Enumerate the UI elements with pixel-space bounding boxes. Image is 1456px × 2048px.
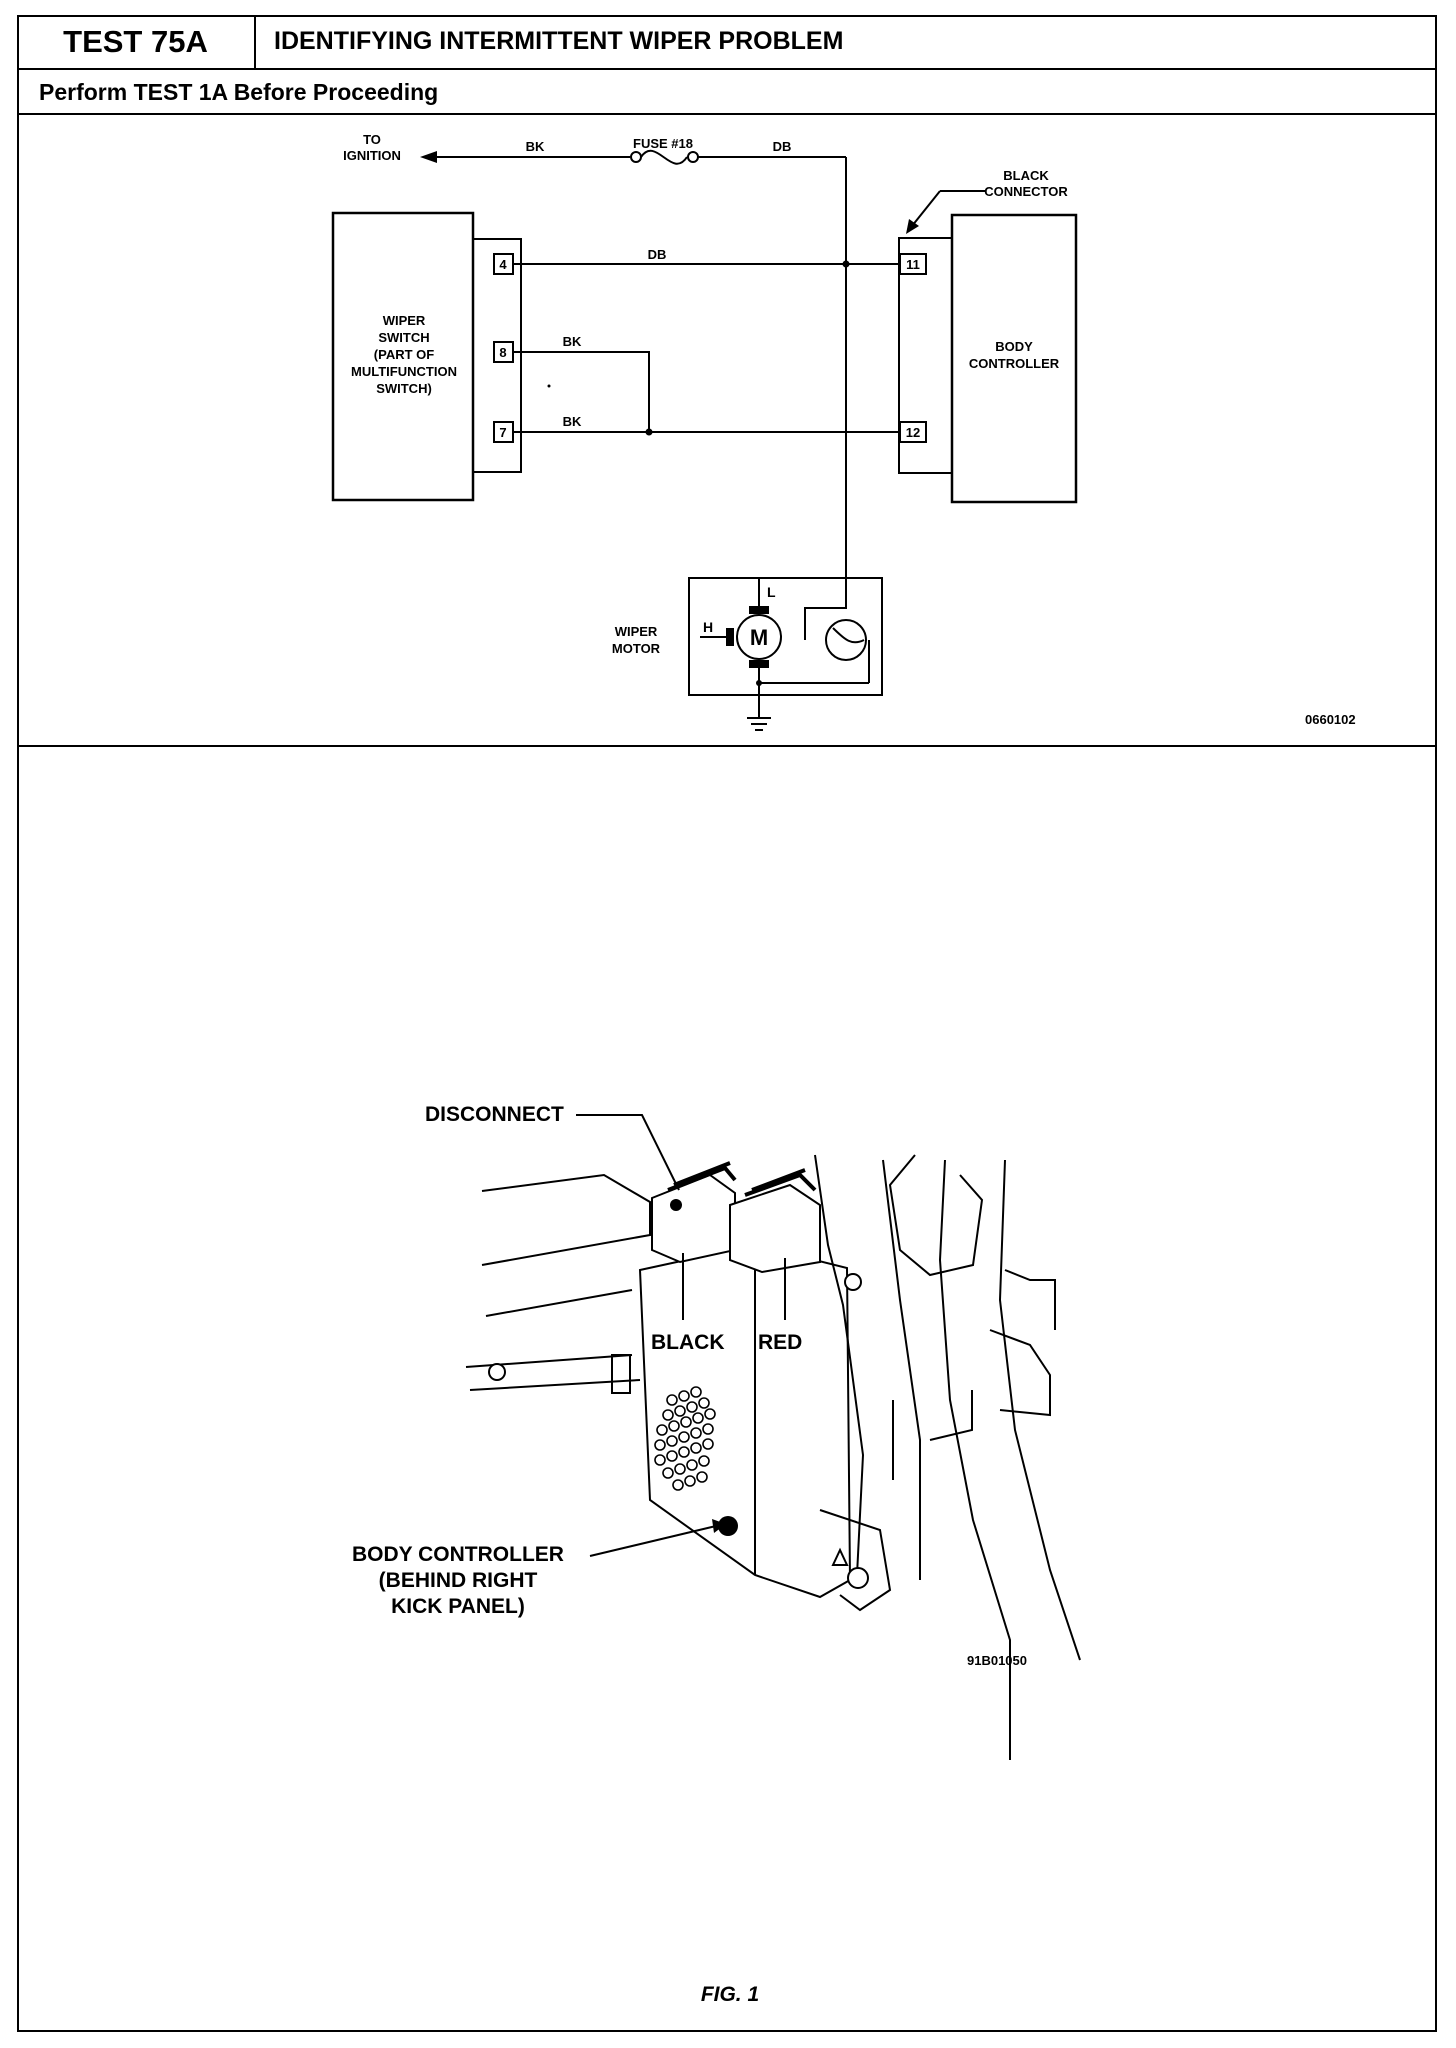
- fuse-terminal-left: [630, 151, 642, 163]
- ignition-wire-color: BK: [526, 139, 545, 154]
- motor-brush-left: [726, 628, 734, 646]
- wire-pin8-color: BK: [563, 334, 582, 349]
- test-title: IDENTIFYING INTERMITTENT WIPER PROBLEM: [274, 27, 844, 55]
- splice-bk: [645, 428, 653, 436]
- mounting-stud-top: [844, 1273, 862, 1291]
- section-divider: [17, 745, 1437, 747]
- component-location-illustration: DISCONNECT BLACK RED BODY CONTROLLER (BE…: [352, 1103, 1081, 2006]
- fuse-terminal-right: [687, 151, 699, 163]
- illustration-figure-code: 91B01050: [967, 1653, 1027, 1668]
- wire-pin7-color: BK: [563, 414, 582, 429]
- vehicle-structure: [465, 1154, 1081, 1760]
- motor-symbol: M: [750, 625, 768, 650]
- wiper-switch-label-1: WIPER: [383, 313, 426, 328]
- body-controller-label-2: CONTROLLER: [969, 356, 1060, 371]
- to-ignition-label-2: IGNITION: [343, 148, 401, 163]
- stray-dot: [547, 384, 551, 388]
- black-connector-label-2: CONNECTOR: [984, 184, 1068, 199]
- motor-terminal-low: L: [767, 584, 776, 600]
- wiper-switch-label-2: SWITCH: [378, 330, 429, 345]
- black-connector-illustration: [651, 1161, 737, 1264]
- test-header: TEST 75A IDENTIFYING INTERMITTENT WIPER …: [17, 15, 1437, 70]
- body-controller-callout-2: (BEHIND RIGHT: [379, 1569, 538, 1592]
- fuse-label: FUSE #18: [633, 136, 693, 151]
- test-id: TEST 75A: [17, 15, 256, 68]
- to-ignition-arrow: [420, 151, 437, 163]
- black-connector-leader-diag: [911, 190, 941, 227]
- page-frame: [17, 15, 1437, 2032]
- wire-pin4-color: DB: [648, 247, 667, 262]
- wiper-switch-label-4: MULTIFUNCTION: [351, 364, 457, 379]
- vent-holes: [654, 1386, 716, 1491]
- wiper-motor-label-1: WIPER: [615, 624, 658, 639]
- fuse-out-wire-color: DB: [773, 139, 792, 154]
- schematic-figure-code: 0660102: [1305, 712, 1356, 727]
- switch-pin-8: 8: [499, 345, 506, 360]
- black-connector-label-1: BLACK: [1003, 168, 1049, 183]
- motor-armature: [736, 614, 782, 660]
- controller-pin-11: 11: [906, 257, 920, 272]
- prerequisite-note: Perform TEST 1A Before Proceeding: [17, 70, 1437, 115]
- switch-pin-4: 4: [499, 257, 507, 272]
- switch-pin-7: 7: [499, 425, 506, 440]
- body-controller-callout-3: KICK PANEL): [391, 1595, 525, 1618]
- wiper-switch-label-3: (PART OF: [374, 347, 434, 362]
- body-controller-label-1: BODY: [995, 339, 1033, 354]
- mounting-screw-left: [488, 1363, 506, 1381]
- motor-brush-bottom: [749, 660, 769, 668]
- figure-caption: FIG. 1: [701, 1983, 759, 2006]
- arrow-triangle: [831, 1547, 849, 1566]
- splice-db: [842, 260, 850, 268]
- motor-brush-top: [749, 606, 769, 614]
- red-connector-illustration: [729, 1168, 821, 1274]
- body-controller-callout-1: BODY CONTROLLER: [352, 1543, 564, 1566]
- motor-terminal-high: H: [703, 619, 713, 635]
- wiper-switch-label-5: SWITCH): [376, 381, 432, 396]
- park-switch-cam: [832, 627, 865, 644]
- body-controller-leader-arrow: [712, 1519, 726, 1533]
- disconnect-label: DISCONNECT: [425, 1103, 564, 1126]
- fuse-element: [640, 149, 688, 165]
- housing-fastener: [718, 1516, 738, 1536]
- wiring-schematic: TO IGNITION BK FUSE #18 DB BLACK CONNECT…: [331, 132, 1356, 731]
- wire-pin8: [513, 351, 650, 432]
- motor-common-splice: [756, 680, 762, 686]
- mounting-stud-bottom: [847, 1567, 869, 1589]
- motor-feed-inside: [804, 578, 847, 640]
- wiper-switch-connector: [472, 238, 522, 473]
- to-ignition-label-1: TO: [363, 132, 381, 147]
- red-connector-label: RED: [758, 1331, 802, 1354]
- wiper-motor-box: [688, 577, 883, 696]
- disconnect-leader: [576, 1114, 680, 1191]
- black-connector-arrow: [906, 219, 919, 234]
- controller-pin-12: 12: [906, 425, 920, 440]
- body-controller-leader: [589, 1525, 717, 1557]
- body-controller-housing: [611, 1243, 852, 1599]
- body-controller-box: [950, 213, 1078, 504]
- black-connector-label: BLACK: [651, 1331, 725, 1354]
- wiper-motor-label-2: MOTOR: [612, 641, 661, 656]
